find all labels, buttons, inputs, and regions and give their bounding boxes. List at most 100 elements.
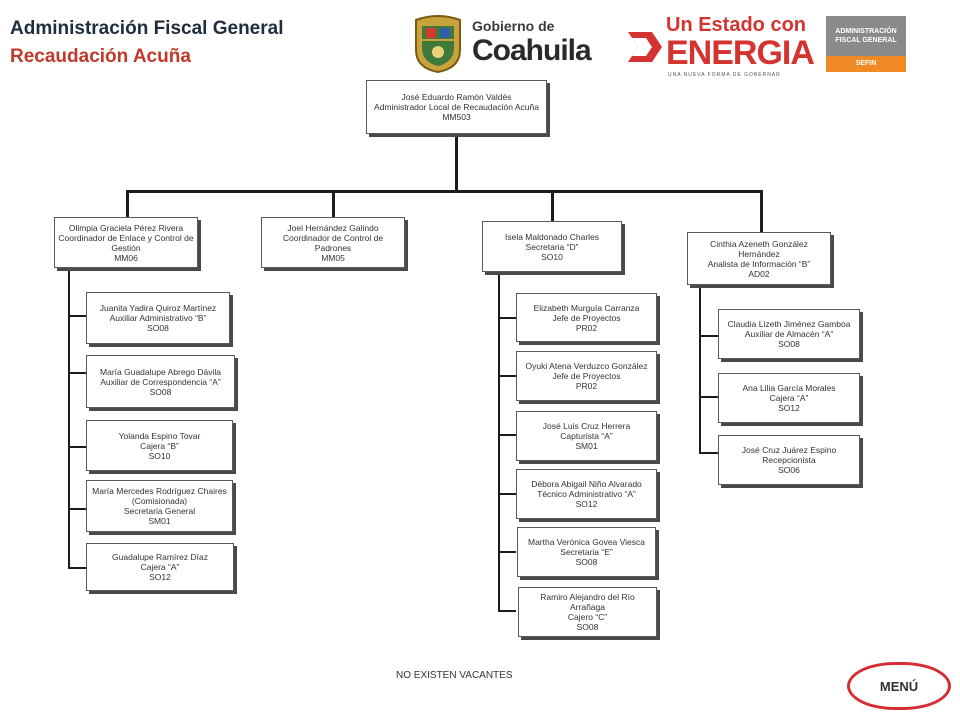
connector-root-down [455,134,458,192]
org-node-head: Joel Hernández Galindo Coordinador de Co… [261,217,405,268]
menu-button[interactable]: MENÚ [847,662,951,710]
org-node-head: Isela Maldonado Charles Secretaria “D” S… [482,221,622,272]
node-code: PR02 [575,381,598,391]
node-role: Cajero “C” [567,612,608,622]
node-role: Secretaria General [123,506,196,516]
node-code: SO12 [778,403,800,413]
org-node-staff: Elizabeth Murguía Carranza Jefe de Proye… [516,293,657,342]
connector-col4-spine [699,285,701,454]
org-node-staff: José Luis Cruz Herrera Capturista “A” SM… [516,411,657,461]
node-code: SO08 [778,339,800,349]
energia-logo-sub-text: UNA NUEVA FORMA DE GOBERNAR [668,72,781,78]
connector-head4-drop [760,190,763,232]
node-name: Martha Verónica Govea Viesca [527,537,646,547]
connector-top-bus [126,190,763,193]
org-node-staff: José Cruz Juárez Espino Recepcionista SO… [718,435,860,485]
connector-col3-tick [498,610,516,612]
connector-col3-tick [498,551,516,553]
node-role: Analista de Información “B” [707,258,811,269]
node-code: AD02 [748,268,770,279]
connector-col3-spine [498,273,500,611]
node-code: MM503 [442,112,471,122]
node-name: Ana Lilia García Morales [742,383,836,393]
node-role: Cajera “A” [769,393,809,403]
node-code: SM01 [148,516,171,526]
node-role: Secretaria “E” [560,547,613,557]
connector-col1-tick [68,315,86,317]
node-code: SO12 [575,499,598,509]
node-code: SO06 [778,465,800,475]
estado-energia-logo: Un Estado con ENERGIA UNA NUEVA FORMA DE… [626,14,815,78]
node-name: Oyuki Atena Verduzco González [525,361,648,371]
org-node-staff: Débora Abigail Niño Alvarado Técnico Adm… [516,469,657,519]
gobierno-logo-small-text: Gobierno de [472,18,555,34]
page-subtitle: Recaudación Acuña [10,46,191,67]
node-name: María Guadalupe Abrego Dávila [100,366,221,377]
node-name: Elizabeth Murguía Carranza [533,302,640,313]
org-node-head: Cinthia Azeneth González Hernández Anali… [687,232,831,285]
node-name: Débora Abigail Niño Alvarado [531,479,642,489]
gobierno-logo-big-text: Coahuila [472,34,592,67]
node-code: SO12 [149,572,171,582]
connector-head1-drop [126,190,129,218]
connector-col1-spine [68,268,70,568]
node-code: SO08 [576,622,599,632]
connector-head2-drop [332,190,335,218]
admin-logo-line2: FISCAL GENERAL [835,37,897,44]
org-node-staff: Juanita Yadira Quiroz Martínez Auxiliar … [86,292,230,344]
node-role: Jefe de Proyectos [552,371,621,381]
node-code: MM05 [321,252,345,263]
node-role: Cajera “B” [140,440,179,451]
node-name: José Cruz Juárez Espino [741,445,837,455]
node-name: María Mercedes Rodríguez Chaires [92,486,227,496]
node-role: Cajera “A” [140,562,180,572]
connector-head3-drop [551,190,554,222]
node-code: SO08 [147,323,169,333]
org-node-root: José Eduardo Ramón Valdés Administrador … [366,80,547,134]
node-role: Auxiliar de Almacén “A” [744,329,834,339]
node-code: SO10 [148,450,171,461]
connector-col1-tick [68,508,86,510]
node-name: Juanita Yadira Quiroz Martínez [99,303,217,313]
org-node-staff: Ramiro Alejandro del Río Arrañaga Cajero… [518,587,657,637]
node-role: Coordinador de Enlace y Control de Gesti… [58,232,194,253]
node-role: Recepcionista [762,455,816,465]
node-role: Jefe de Proyectos [552,312,621,323]
connector-col3-tick [498,493,516,495]
connector-col1-tick [68,446,86,448]
connector-col3-tick [498,434,516,436]
node-extra: (Comisionada) [131,496,188,506]
node-name: Guadalupe Ramírez Díaz [112,552,208,562]
page-title: Administración Fiscal General [10,18,284,39]
node-name: Olimpia Graciela Pérez Rivera [68,222,184,233]
node-name: Cinthia Azeneth González Hernández [710,238,808,259]
admin-logo-bottom: SEFIN [826,56,906,72]
admin-fiscal-logo: ADMINISTRACIÓN FISCAL GENERAL SEFIN [826,16,906,72]
org-node-staff: María Guadalupe Abrego Dávila Auxiliar d… [86,355,235,408]
admin-logo-top: ADMINISTRACIÓN FISCAL GENERAL [826,16,906,56]
node-code: MM06 [114,252,138,263]
connector-col4-tick [699,335,718,337]
org-node-head: Olimpia Graciela Pérez Rivera Coordinado… [54,217,198,268]
vacancies-note: NO EXISTEN VACANTES [396,670,513,681]
energia-logo-top-text: Un Estado con [666,14,807,36]
connector-col1-tick [68,372,86,374]
node-code: SM01 [575,441,598,451]
node-code: SO10 [541,251,563,262]
org-node-staff: Yolanda Espino Tovar Cajera “B” SO10 [86,420,233,471]
node-role: Auxiliar Administrativo “B” [109,313,207,323]
org-node-staff: Oyuki Atena Verduzco González Jefe de Pr… [516,351,657,401]
connector-col3-tick [498,375,516,377]
org-node-staff: Guadalupe Ramírez Díaz Cajera “A” SO12 [86,543,234,591]
node-code: SO08 [149,386,172,397]
node-code: SO08 [575,557,598,567]
org-node-staff: Martha Verónica Govea Viesca Secretaria … [517,527,656,577]
connector-col1-tick [68,567,86,569]
node-name: Ramiro Alejandro del Río Arrañaga [540,592,635,612]
admin-logo-line1: ADMINISTRACIÓN [835,28,897,35]
node-name: Joel Hernández Galindo [287,222,379,233]
node-role: Administrador Local de Recaudación Acuña [374,102,539,112]
connector-col3-tick [498,317,516,319]
coahuila-seal-logo [415,15,461,74]
node-name: Yolanda Espino Tovar [118,430,201,441]
